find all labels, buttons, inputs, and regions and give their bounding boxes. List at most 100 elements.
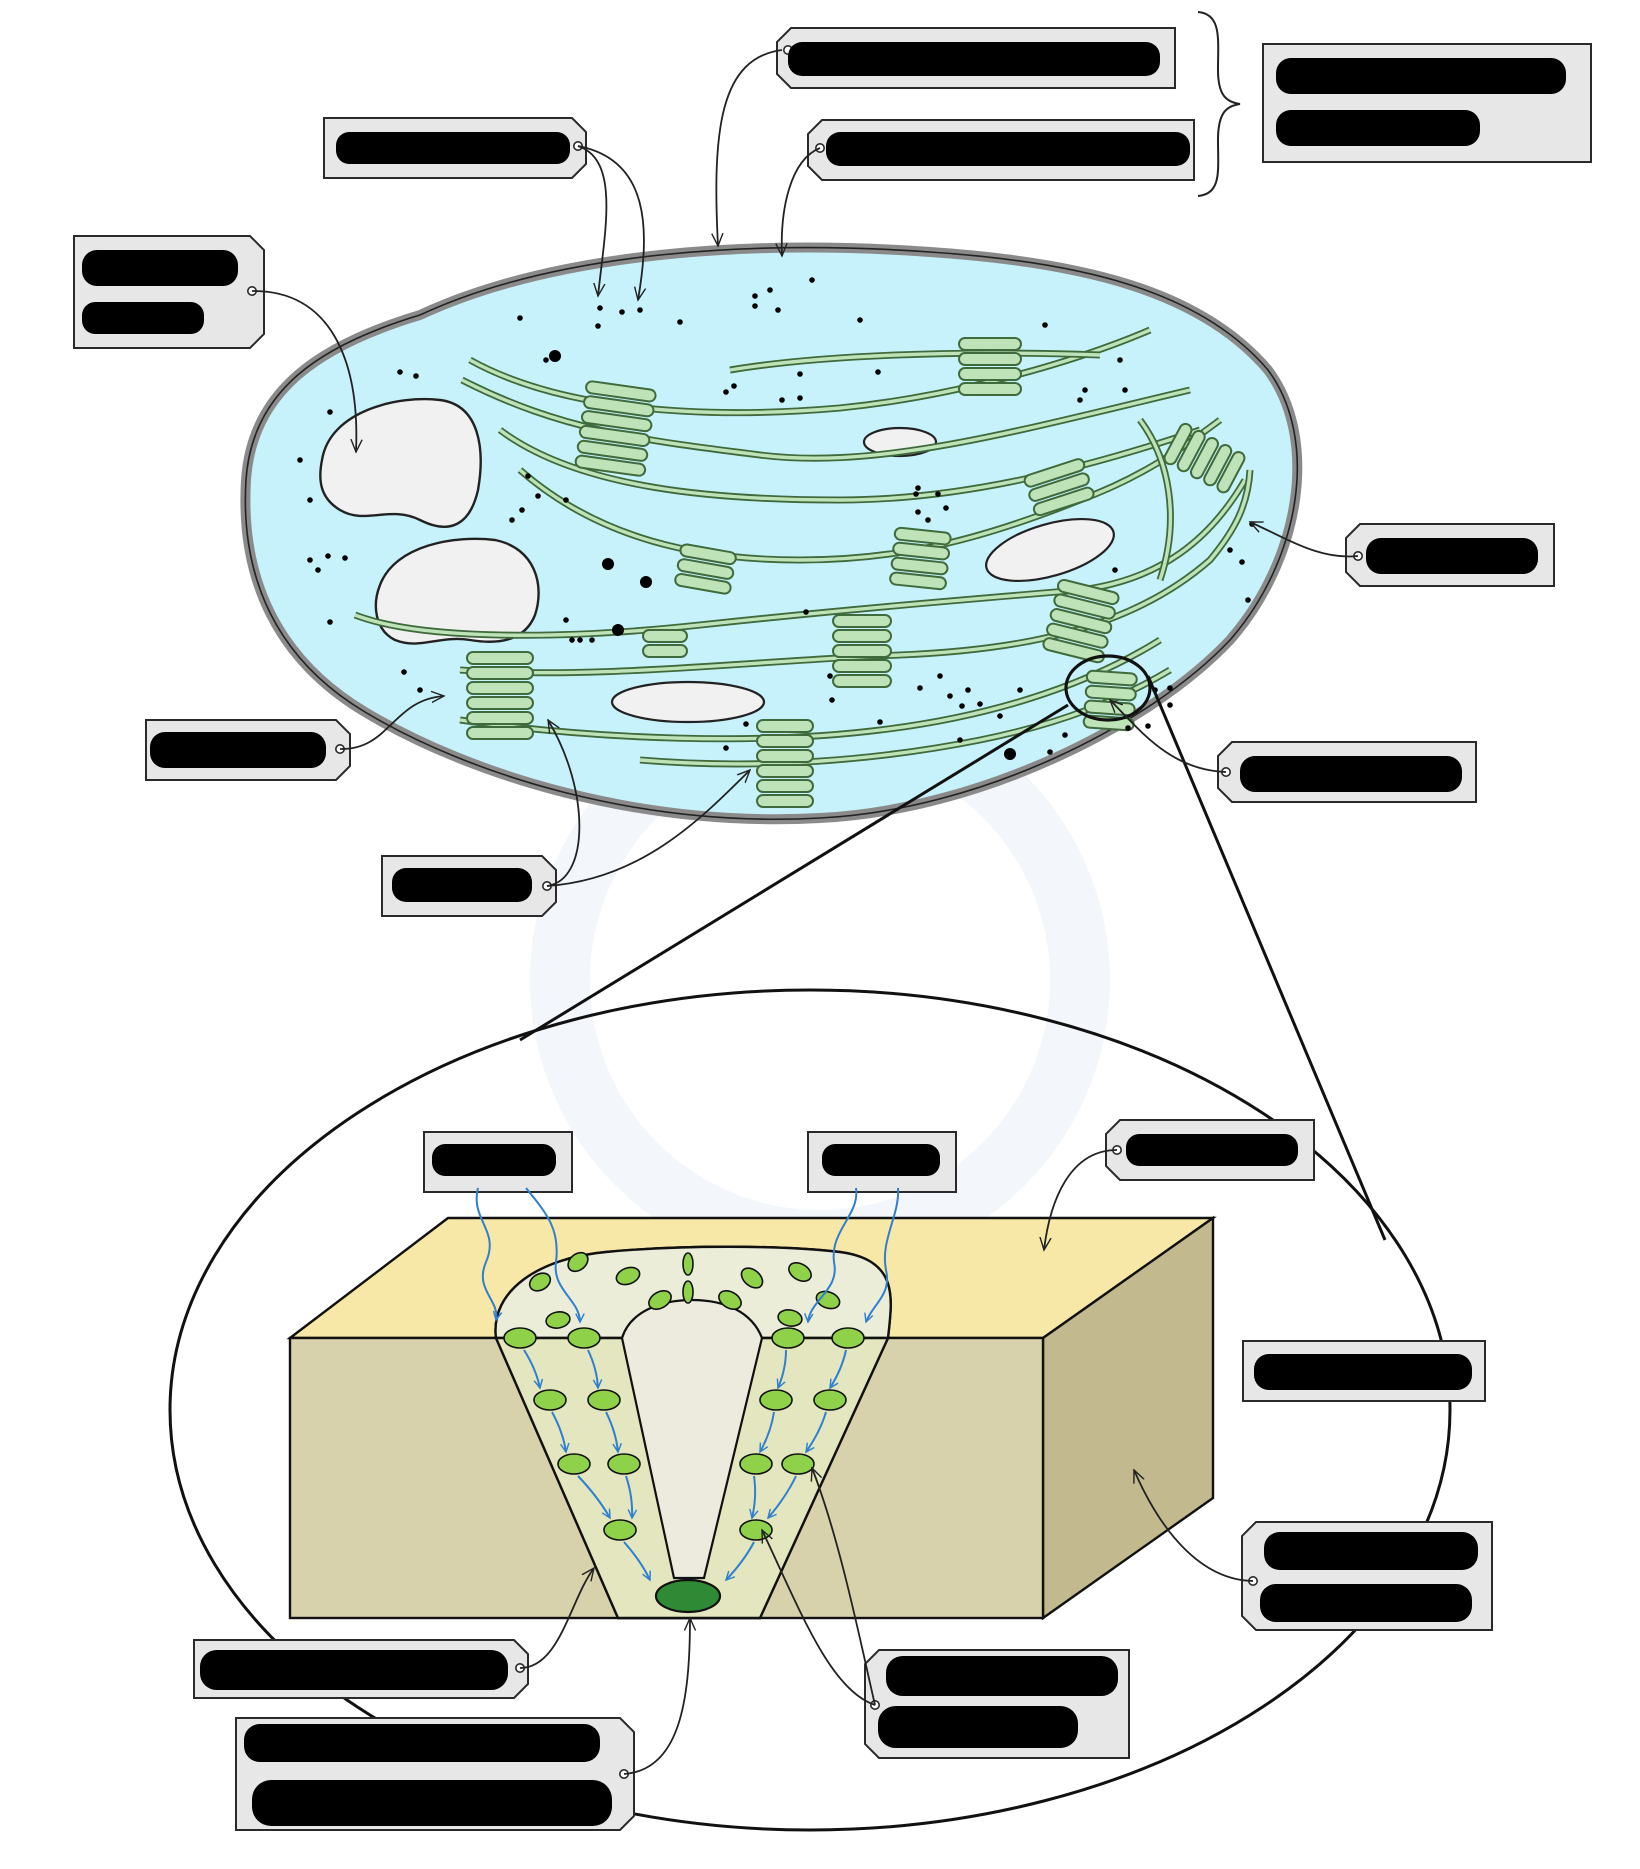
zoom-line	[1146, 675, 1387, 1241]
ribosome-dot	[1245, 597, 1251, 603]
energy-transfer-arrow	[577, 1475, 611, 1520]
pointer-arrow	[716, 49, 783, 246]
label-lumen	[1241, 1521, 1493, 1631]
ribosome-dot	[1227, 547, 1233, 553]
redaction-bar	[200, 1650, 508, 1690]
ribosome-dot	[937, 673, 943, 679]
label-thylakoid	[1217, 741, 1477, 803]
pigment-molecule	[615, 1266, 641, 1286]
thylakoid-block	[286, 1215, 1217, 1621]
thylakoid-disc	[892, 541, 951, 561]
ribosome-dot	[957, 737, 963, 743]
magnified-region-circle	[1064, 654, 1152, 722]
label-reaction-centre	[235, 1717, 635, 1831]
lumen-wedge	[620, 1298, 764, 1580]
pigment-molecule	[528, 1272, 552, 1292]
thylakoid-disc	[832, 644, 892, 658]
ribosome-dot	[1122, 387, 1128, 393]
label-stroma	[1345, 523, 1555, 587]
ribosome-dot	[965, 687, 971, 693]
energy-transfer-arrows	[523, 1349, 847, 1582]
pigment-molecule	[739, 1519, 773, 1541]
ribosome-dot	[397, 369, 403, 375]
granum-stack	[574, 380, 657, 477]
light-arrow	[803, 1187, 858, 1324]
redaction-bar	[392, 868, 532, 902]
thylakoid-disc	[1028, 472, 1090, 502]
ribosome-dot	[809, 277, 815, 283]
ribosomes	[297, 277, 1255, 760]
label-tags	[73, 27, 1592, 1831]
ribosome-dot	[743, 721, 749, 727]
label-envelope	[1262, 43, 1592, 163]
redaction-bar	[1276, 58, 1566, 94]
granum-stack	[756, 719, 814, 808]
pointer-arrow	[1250, 521, 1359, 558]
plastoglobule	[612, 624, 624, 636]
pigment-molecule	[781, 1453, 815, 1475]
thylakoid-disc	[958, 367, 1022, 381]
chloroplast	[240, 242, 1303, 825]
energy-transfer-arrow	[759, 1411, 775, 1454]
energy-transfer-arrow	[749, 1475, 759, 1520]
ribosome-dot	[723, 745, 729, 751]
thylakoid-disc	[466, 711, 534, 725]
ribosome-dot	[577, 637, 583, 643]
thylakoid-disc	[756, 764, 814, 778]
thylakoid-disc	[576, 439, 649, 462]
ribosome-dot	[1145, 723, 1151, 729]
pointer-arrow	[1133, 1470, 1254, 1582]
ribosome-dot	[677, 319, 683, 325]
ribosome-dot	[563, 497, 569, 503]
granum-stack	[1042, 578, 1120, 664]
energy-transfer-arrow	[805, 1411, 827, 1454]
thylakoid-disc	[832, 674, 892, 688]
label-funnel-pigments	[193, 1639, 529, 1699]
ribosome-dot	[517, 315, 523, 321]
pigment-molecule	[718, 1290, 742, 1310]
lipid-droplet	[985, 517, 1115, 583]
pointer-arrow	[519, 1568, 594, 1669]
thylakoid-disc	[756, 749, 814, 763]
ribosome-dot	[1125, 725, 1131, 731]
energy-transfer-arrow	[551, 1411, 570, 1454]
thylakoid-disc	[958, 382, 1022, 396]
pointer-arrow	[812, 1468, 876, 1706]
thylakoid-disc	[832, 614, 892, 628]
thylakoid-disc	[642, 644, 688, 658]
enlargement-ellipse	[168, 988, 1452, 1832]
plastoglobule	[1004, 748, 1016, 760]
light-arrow	[525, 1187, 585, 1324]
redaction-bar	[878, 1706, 1078, 1748]
thylakoid-disc	[679, 543, 737, 566]
pointer-arrow	[1110, 700, 1227, 773]
ribosome-dot	[1117, 357, 1123, 363]
pointer-arrow	[782, 147, 821, 256]
pigment-molecule	[771, 1327, 805, 1349]
pointer-arrow	[577, 145, 608, 296]
ribosome-dot	[1047, 749, 1053, 755]
ribosome-dot	[797, 371, 803, 377]
redaction-bar	[82, 250, 238, 286]
ribosome-dot	[775, 307, 781, 313]
ribosome-dot	[1082, 387, 1088, 393]
ribosome-dot	[327, 619, 333, 625]
ribosome-dot	[1112, 567, 1118, 573]
thylakoid-disc	[642, 629, 688, 643]
thylakoid-disc	[1203, 444, 1233, 487]
label-outer-membrane	[776, 27, 1176, 89]
thylakoid-disc	[1085, 669, 1138, 687]
ribosome-dot	[1167, 685, 1173, 691]
ribosome-dot	[943, 505, 949, 511]
ribosome-dot	[1077, 397, 1083, 403]
ribosome-dot	[997, 713, 1003, 719]
ribosome-dot	[915, 509, 921, 515]
energy-transfer-arrow	[829, 1349, 847, 1390]
ribosome-dot	[1042, 322, 1048, 328]
ribosome-dot	[307, 557, 313, 563]
ribosome-dot	[959, 703, 965, 709]
thylakoid-disc	[1163, 422, 1193, 466]
granum-stack	[642, 629, 688, 658]
thylakoid-disc	[580, 410, 653, 433]
